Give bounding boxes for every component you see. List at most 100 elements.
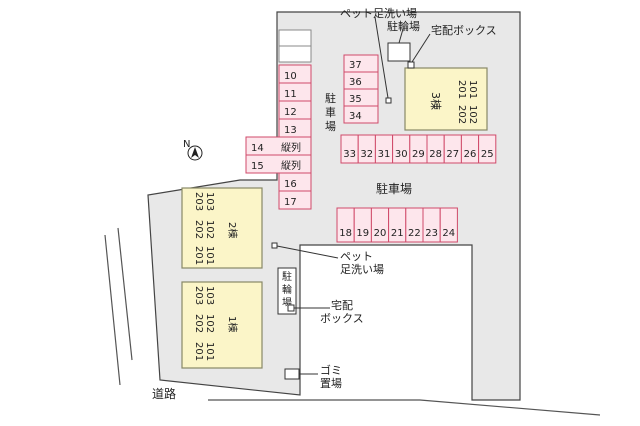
parking-stall: 37: [343, 54, 379, 73]
building-1-unit: 101: [204, 342, 215, 361]
parking-stall-number: 23: [425, 228, 438, 239]
parking-stall: 18: [336, 207, 355, 243]
building-1-unit: 202: [193, 314, 204, 333]
parking-stall-number: 24: [442, 228, 455, 239]
parking-stall: 10: [278, 64, 312, 84]
parking-stall-number: 35: [349, 94, 362, 105]
parking-stall-number: 25: [481, 149, 494, 160]
parking-stall: 28: [426, 134, 445, 164]
building-2-unit: 202: [193, 220, 204, 239]
parking-stall-number: 31: [378, 149, 391, 160]
building-3-unit: 202: [456, 105, 467, 124]
garbage-station: [284, 368, 300, 380]
parking-stall: 36: [343, 71, 379, 90]
parking-left-column: 10 11 12 13 14 縦列 15 縦列 16 17: [245, 64, 312, 210]
parking-stall: 29: [409, 134, 428, 164]
bike-parking-left: [277, 267, 297, 315]
parking-stall: 12: [278, 100, 312, 120]
parking-stall: 25: [478, 134, 497, 164]
parking-stall: 23: [422, 207, 441, 243]
parking-stall: 11: [278, 82, 312, 102]
parking-stall: 20: [370, 207, 390, 243]
building-1-unit: 201: [193, 342, 204, 361]
parking-stall-number: 28: [429, 149, 442, 160]
parking-stall: 35: [343, 88, 379, 107]
parking-lot-label-vertical: 駐車場: [325, 91, 336, 133]
parking-stall: 24: [439, 207, 458, 243]
parking-stall: 22: [405, 207, 424, 243]
parking-stall: 13: [278, 118, 312, 138]
parking-stall: 33: [340, 134, 359, 164]
pet-wash-top-label: ペット足洗い場: [340, 7, 417, 20]
building-2-name: 2棟: [226, 222, 239, 238]
garbage-label-line1: ゴミ: [320, 363, 342, 377]
blank-stalls: [278, 29, 312, 63]
building-1-name: 1棟: [226, 316, 239, 332]
building-3: 3棟 201 101 202 102: [404, 67, 488, 131]
delivery-box-top-icon: [407, 61, 415, 69]
parking-stall: 16: [278, 172, 312, 192]
building-1-unit: 203: [193, 286, 204, 305]
building-1-unit: 103: [204, 286, 215, 305]
pet-wash-icon: [271, 242, 278, 249]
garbage-label-line2: 置場: [320, 377, 342, 390]
parking-stall: 32: [357, 134, 376, 164]
parking-stall-number: 34: [349, 111, 362, 122]
parking-stall-tag: 縦列: [281, 141, 301, 154]
delivery-box-top-label: 宅配ボックス: [431, 23, 497, 37]
parking-stall-number: 29: [412, 149, 425, 160]
parking-stall-number: 37: [349, 60, 362, 71]
parking-stall: 31: [374, 134, 394, 164]
parking-stall-number: 11: [284, 89, 297, 100]
parking-stall-number: 22: [408, 228, 421, 239]
parking-stall: 19: [353, 207, 372, 243]
parking-bottom-row: 18 19 20 21 22 23 24: [336, 207, 458, 243]
parking-stall: 21: [388, 207, 407, 243]
parking-stall-number: 12: [284, 107, 297, 118]
north-arrow-icon: N: [183, 139, 203, 161]
road-lines: [104, 227, 601, 416]
parking-stall-number: 14: [251, 143, 264, 154]
parking-stall-number: 32: [360, 149, 373, 160]
parking-stall-number: 19: [356, 228, 369, 239]
parking-stall-number: 17: [284, 197, 297, 208]
delivery-box-label-line1: 宅配: [331, 298, 353, 312]
building-1: 203 103 202 102 1棟 201 101: [181, 281, 263, 369]
parking-stall-number: 26: [464, 149, 477, 160]
parking-stall-tag: 縦列: [281, 159, 301, 172]
pet-wash-callout: [276, 245, 339, 259]
parking-stall-number: 21: [391, 228, 404, 239]
parking-stall-number: 15: [251, 161, 264, 172]
parking-stall: 27: [443, 134, 462, 164]
parking-stall-number: 20: [374, 228, 387, 239]
parking-lot-label-center: 駐車場: [376, 181, 412, 196]
building-2: 203 103 202 102 2棟 201 101: [181, 187, 263, 269]
building-2-unit: 101: [204, 246, 215, 265]
parking-stall: 26: [460, 134, 480, 164]
parking-stall-number: 10: [284, 71, 297, 82]
delivery-box-icon: [287, 304, 295, 312]
parking-stall-number: 18: [339, 228, 352, 239]
parking-stall: 17: [278, 190, 312, 210]
delivery-box-label-line2: ボックス: [320, 312, 364, 325]
parking-stall: 14 縦列: [245, 136, 312, 156]
building-3-unit: 102: [467, 105, 478, 124]
parking-stall-number: 30: [395, 149, 408, 160]
pet-wash-label-line2: 足洗い場: [340, 263, 384, 276]
building-2-unit: 102: [204, 220, 215, 239]
building-2-unit: 203: [193, 192, 204, 211]
parking-stall-number: 36: [349, 77, 362, 88]
road-label: 道路: [152, 386, 176, 401]
bike-parking-left-label: 駐輪場: [282, 270, 292, 309]
parking-stall-number: 13: [284, 125, 297, 136]
callout-lines-top: [374, 16, 431, 99]
pet-wash-label-line1: ペット: [340, 250, 373, 263]
north-label: N: [183, 139, 190, 150]
parking-stall-number: 16: [284, 179, 297, 190]
building-2-unit: 103: [204, 192, 215, 211]
parking-stall: 34: [343, 105, 379, 124]
bike-parking-top-label: 駐輪場: [387, 19, 420, 33]
pet-wash-top-icon: [385, 97, 392, 104]
